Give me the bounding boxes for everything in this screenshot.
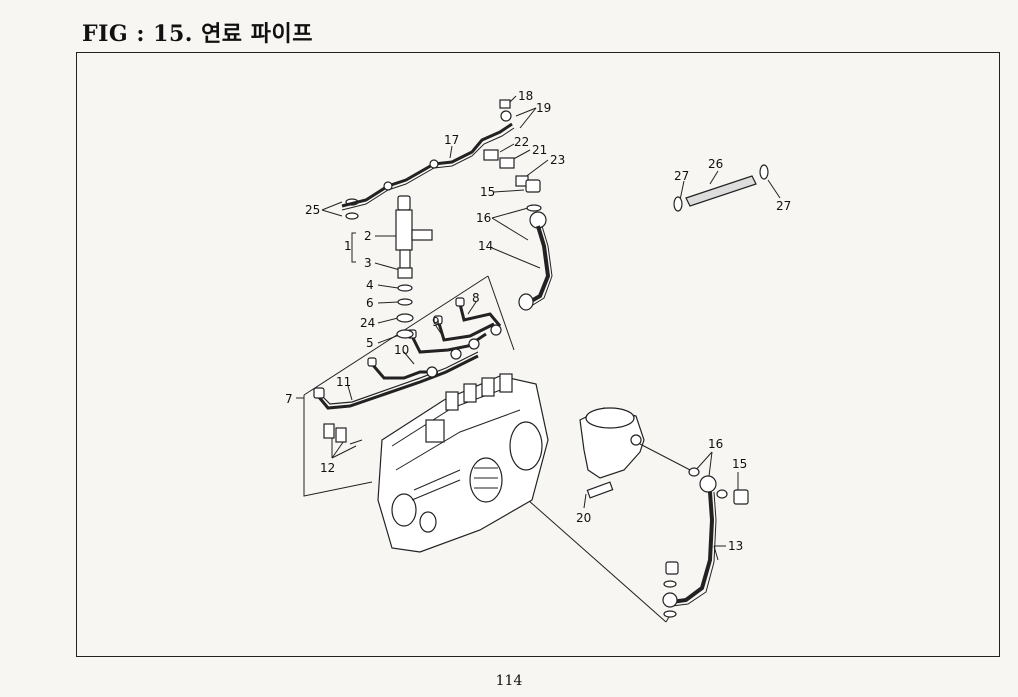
callout-20: 20 xyxy=(576,511,591,525)
fuel-pipe-13 xyxy=(662,467,749,618)
callout-14: 14 xyxy=(478,239,493,253)
fuel-pipe-14 xyxy=(518,179,553,311)
callout-8: 8 xyxy=(472,291,480,305)
hose-assembly xyxy=(673,164,769,212)
callout-2: 2 xyxy=(364,229,372,243)
callout-7: 7 xyxy=(285,392,293,406)
return-pipe xyxy=(341,99,529,211)
callout-21: 21 xyxy=(532,143,547,157)
callout-18: 18 xyxy=(518,89,533,103)
callout-19: 19 xyxy=(536,101,551,115)
callout-15-top: 15 xyxy=(480,185,495,199)
callout-12: 12 xyxy=(320,461,335,475)
callout-23: 23 xyxy=(550,153,565,167)
callout-13: 13 xyxy=(728,539,743,553)
callout-16-top: 16 xyxy=(476,211,491,225)
page-number: 114 xyxy=(495,673,523,689)
diagram-frame xyxy=(76,52,1000,657)
callout-16-bottom: 16 xyxy=(708,437,723,451)
callout-4: 4 xyxy=(366,278,374,292)
callout-5: 5 xyxy=(366,336,374,350)
callout-22: 22 xyxy=(514,135,529,149)
callout-labels: 1 2 3 4 5 6 7 8 9 10 11 12 13 14 15 15 1… xyxy=(285,89,791,553)
callout-11: 11 xyxy=(336,375,351,389)
callout-9: 9 xyxy=(432,315,440,329)
injector-nozzle xyxy=(345,195,433,339)
figure-title: FIG : 15. 연료 파이프 xyxy=(82,21,313,47)
callout-26: 26 xyxy=(708,157,723,171)
fuel-filter xyxy=(579,407,695,499)
callout-3: 3 xyxy=(364,256,372,270)
callout-6: 6 xyxy=(366,296,374,310)
injection-pump xyxy=(377,373,549,553)
callout-15-bottom: 15 xyxy=(732,457,747,471)
callout-1: 1 xyxy=(344,239,352,253)
callout-25: 25 xyxy=(305,203,320,217)
callout-27-left: 27 xyxy=(674,169,689,183)
callout-27-right: 27 xyxy=(776,199,791,213)
callout-10: 10 xyxy=(394,343,409,357)
callout-17: 17 xyxy=(444,133,459,147)
callout-24: 24 xyxy=(360,316,375,330)
